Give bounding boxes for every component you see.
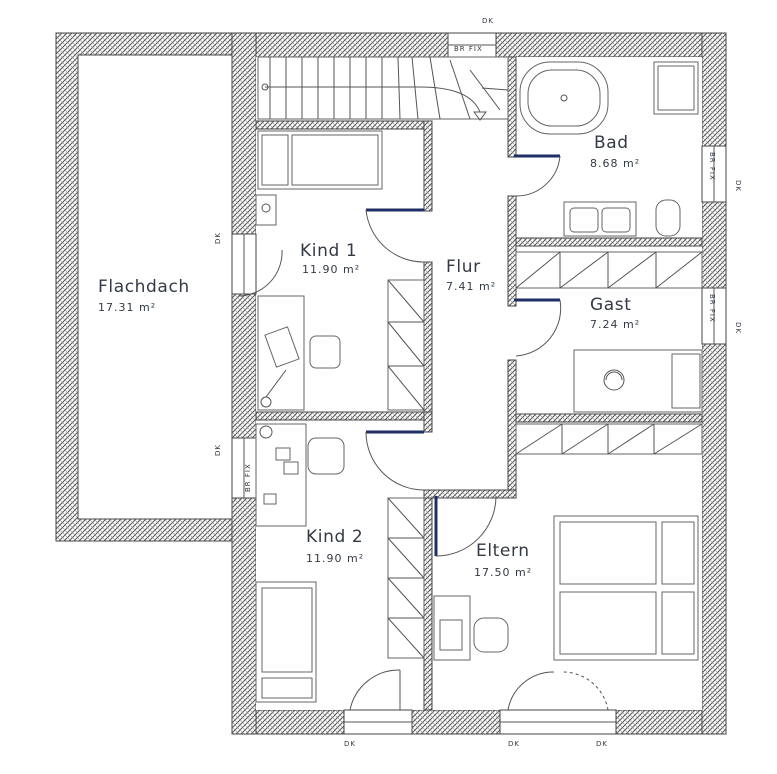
doors [237,154,609,711]
room-labels: Flachdach 17.31 m² Kind 1 11.90 m² Flur … [98,133,640,579]
flachdach-area [55,32,233,542]
bad-area-value: 8.68 m² [590,157,640,170]
windows [231,32,727,735]
flachdach-area-value: 17.31 m² [98,301,156,314]
dk-tag-left-1: DK [214,232,222,244]
eltern-area-value: 17.50 m² [474,566,532,579]
brfix-tag-right-1: BR FIX [708,152,716,181]
dk-tag-right-2: DK [734,322,742,334]
staircase [257,56,509,121]
kind2-area-value: 11.90 m² [306,552,364,565]
dk-tag-bottom-2: DK [508,740,520,748]
kind1-label: Kind 1 [300,241,357,261]
eltern-furniture [433,423,703,661]
dk-tag-bottom-3: DK [596,740,608,748]
brfix-tag-top: BR FIX [454,45,483,53]
kind2-label: Kind 2 [306,527,363,547]
kind1-furniture [255,130,425,411]
brfix-tag-left: BR FIX [244,463,252,492]
flur-label: Flur [446,257,481,277]
kind2-furniture [255,423,425,703]
interior-walls [255,56,703,711]
dk-tag-bottom-1: DK [344,740,356,748]
dk-tag-top: DK [482,17,494,25]
gast-area-value: 7.24 m² [590,318,640,331]
gast-furniture [515,251,703,413]
gast-label: Gast [590,295,632,315]
window-tags: DK BR FIX DK DK BR FIX BR FIX DK BR FIX … [214,17,742,748]
bad-label: Bad [594,133,629,153]
dk-tag-right-1: DK [734,180,742,192]
flur-area-value: 7.41 m² [446,280,496,293]
flachdach-label: Flachdach [98,277,190,297]
brfix-tag-right-2: BR FIX [708,294,716,323]
kind1-area-value: 11.90 m² [302,263,360,276]
bad-furniture [519,61,699,237]
eltern-label: Eltern [476,541,530,561]
dk-tag-left-2: DK [214,444,222,456]
